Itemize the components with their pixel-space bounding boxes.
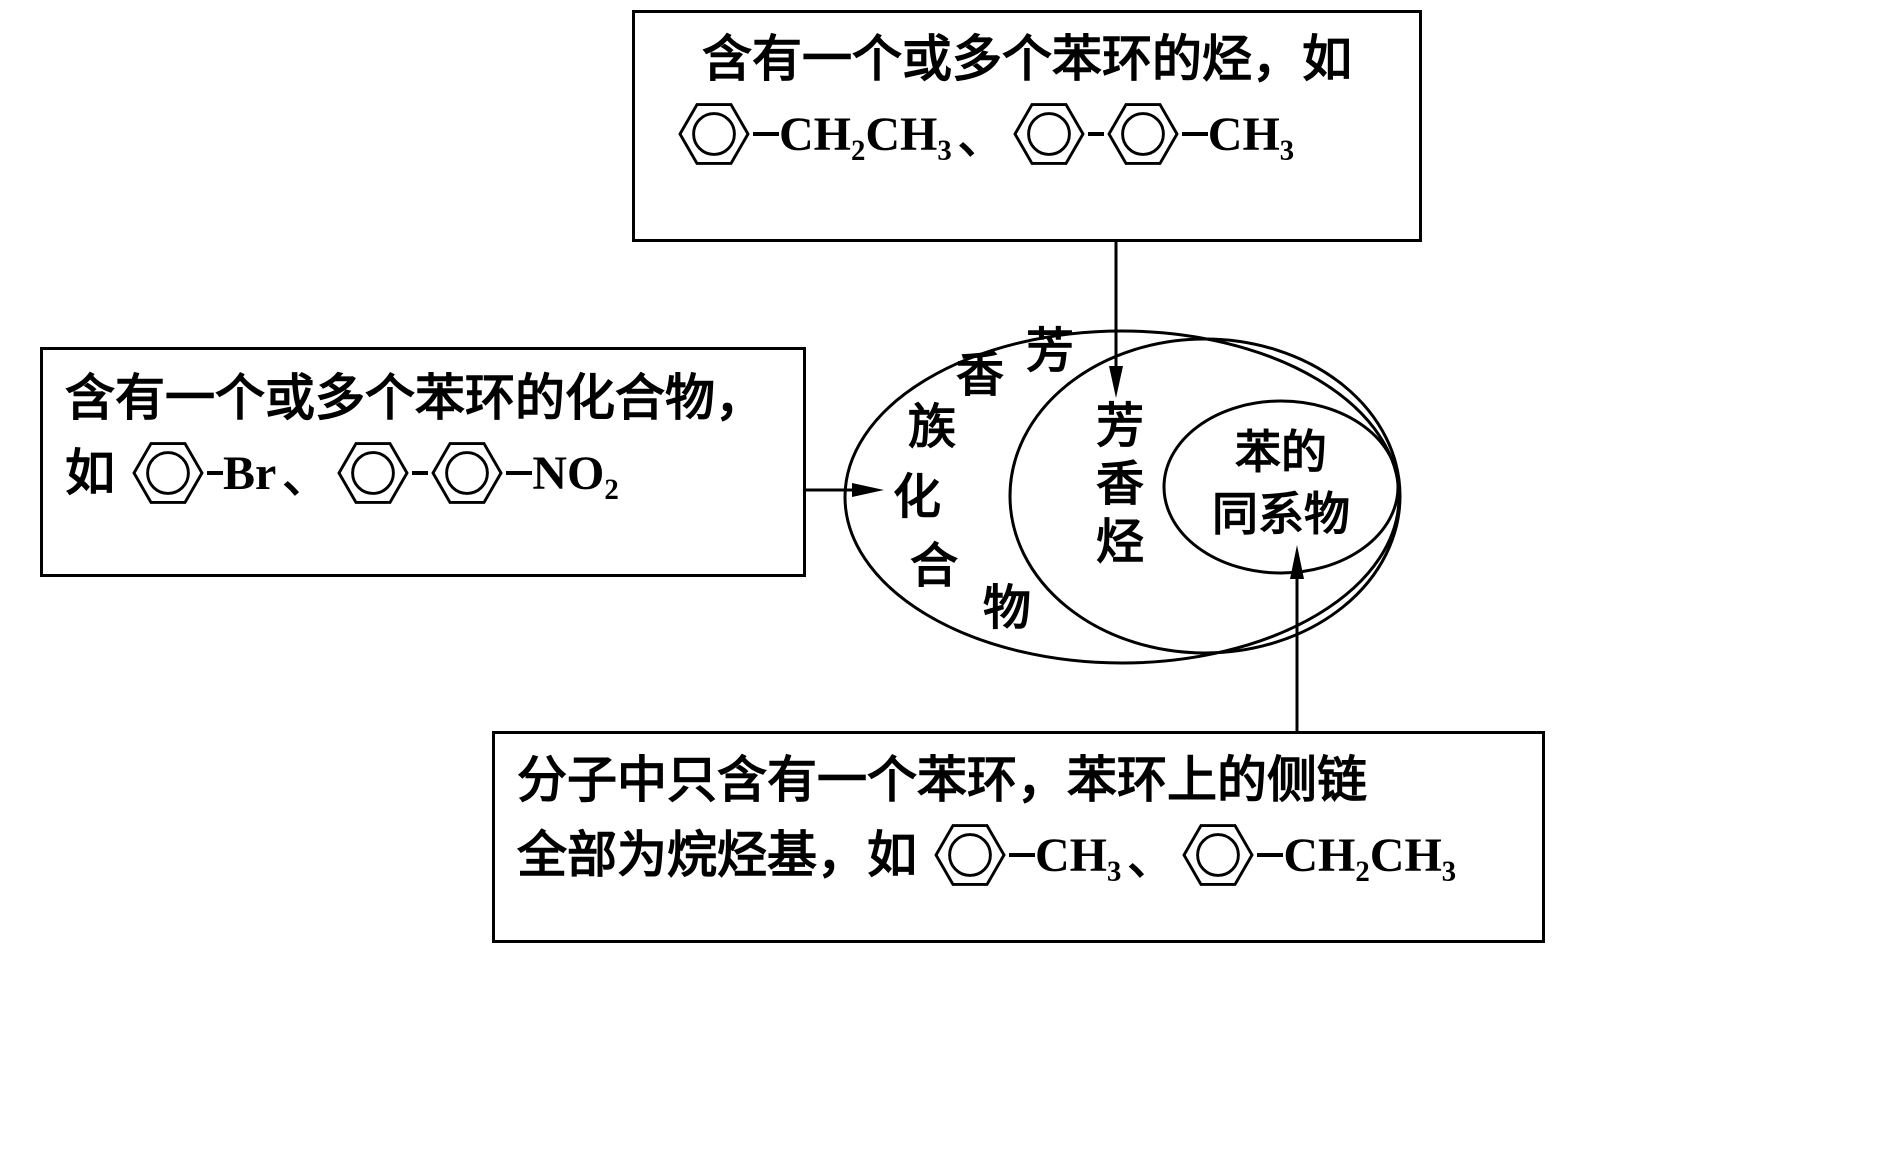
substituent-formula: NO₂ xyxy=(532,446,619,500)
benzene-ring-icon xyxy=(431,442,504,504)
benzene-ring-icon xyxy=(337,442,410,504)
arrow-bottom-head xyxy=(1290,545,1304,579)
substituent-formula: CH₂CH₃ xyxy=(1283,828,1457,882)
middle-ellipse-aromatic-hydrocarbons xyxy=(1008,337,1402,655)
list-separator: 、 xyxy=(957,112,1004,163)
inner-ellipse-label: 苯的 同系物 xyxy=(1162,422,1400,546)
inner-ellipse-label-line2: 同系物 xyxy=(1212,489,1350,540)
outer-ellipse-label-char: 合 xyxy=(910,540,959,593)
bottom-box-prefix: 全部为烷烃基，如 xyxy=(517,826,917,883)
outer-ellipse-label-char: 物 xyxy=(983,582,1032,635)
substituent-formula: CH₃ xyxy=(1207,107,1295,161)
middle-ellipse-label-char: 香 xyxy=(1096,458,1145,511)
substituent-formula: CH₃ xyxy=(1035,828,1122,882)
list-separator: 、 xyxy=(1127,833,1174,884)
benzene-ring-icon xyxy=(678,103,750,165)
bond-line xyxy=(1009,853,1035,857)
inner-ellipse-label-line1: 苯的 xyxy=(1235,427,1327,478)
top-box-examples: CH₂CH₃ 、 CH₃ xyxy=(653,100,1401,168)
benzene-ring-icon xyxy=(1013,103,1085,165)
bottom-box-text: 分子中只含有一个苯环，苯环上的侧链 xyxy=(517,752,1367,808)
top-annotation-box: 含有一个或多个苯环的烃，如 CH₂CH₃ 、 CH₃ xyxy=(632,10,1422,242)
outer-ellipse-label-char: 族 xyxy=(908,401,957,454)
bond-line xyxy=(753,132,779,136)
bond-line xyxy=(412,471,429,475)
top-box-text: 含有一个或多个苯环的烃，如 xyxy=(702,31,1352,87)
left-box-examples: 如 Br 、 NO₂ xyxy=(65,439,787,507)
outer-ellipse-label-char: 香 xyxy=(956,349,1005,402)
bottom-annotation-box: 分子中只含有一个苯环，苯环上的侧链 全部为烷烃基，如 CH₃ 、 CH₂CH₃ xyxy=(492,731,1545,943)
bond-line xyxy=(1087,132,1104,136)
arrow-top-head xyxy=(1109,366,1123,398)
benzene-ring-icon xyxy=(934,824,1006,886)
outer-ellipse-label-char: 芳 xyxy=(1026,325,1075,378)
bond-line xyxy=(1181,132,1208,136)
bond-line xyxy=(506,471,533,475)
inner-ellipse-benzene-homologs xyxy=(1162,399,1400,575)
list-separator: 、 xyxy=(282,451,329,502)
middle-ellipse-label: 芳 香 烃 xyxy=(1096,398,1144,572)
benzene-ring-icon xyxy=(1182,824,1255,886)
substituent-formula: CH₂CH₃ xyxy=(779,107,952,161)
substituent-formula: Br xyxy=(223,446,277,500)
bond-line xyxy=(207,471,223,475)
benzene-ring-icon xyxy=(132,442,204,504)
benzene-ring-icon xyxy=(1107,103,1179,165)
middle-ellipse-label-char: 烃 xyxy=(1096,516,1145,569)
left-box-text: 含有一个或多个苯环的化合物， xyxy=(65,370,765,426)
left-box-prefix: 如 xyxy=(65,444,115,501)
outer-ellipse-label-char: 化 xyxy=(893,471,942,524)
bottom-box-examples: 全部为烷烃基，如 CH₃ 、 CH₂CH₃ xyxy=(517,821,1524,889)
bond-line xyxy=(1257,853,1284,857)
left-annotation-box: 含有一个或多个苯环的化合物， 如 Br 、 NO₂ xyxy=(40,347,806,577)
arrow-left-head xyxy=(852,483,884,497)
middle-ellipse-label-char: 芳 xyxy=(1096,400,1145,453)
